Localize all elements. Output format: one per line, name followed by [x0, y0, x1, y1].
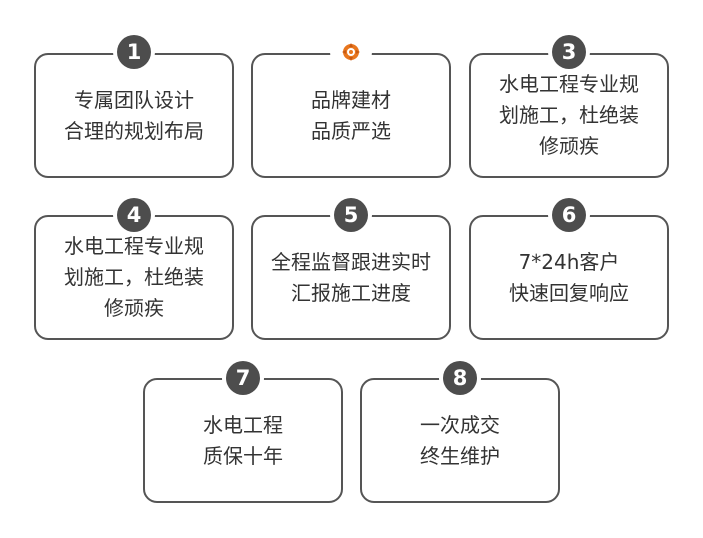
feature-card-text: 水电工程专业规 划施工，杜绝装 修顽疾: [499, 72, 639, 158]
step-badge-1: 1: [117, 35, 151, 69]
feature-card-8: 一次成交 终生维护: [360, 378, 560, 503]
feature-card-3: 水电工程专业规 划施工，杜绝装 修顽疾: [469, 53, 669, 178]
step-badge-4: 4: [117, 198, 151, 232]
feature-card-text: 7*24h客户 快速回复响应: [509, 249, 629, 305]
feature-card-text: 全程监督跟进实时 汇报施工进度: [271, 249, 431, 305]
feature-card-text: 水电工程专业规 划施工，杜绝装 修顽疾: [64, 234, 204, 320]
step-badge-7: 7: [226, 361, 260, 395]
feature-card-text: 一次成交 终生维护: [420, 412, 500, 468]
feature-card-4: 水电工程专业规 划施工，杜绝装 修顽疾: [34, 215, 234, 340]
step-badge-3: 3: [552, 35, 586, 69]
step-badge-5: 5: [334, 198, 368, 232]
step-badge-6: 6: [552, 198, 586, 232]
step-badge-8: 8: [443, 361, 477, 395]
feature-card-1: 专属团队设计 合理的规划布局: [34, 53, 234, 178]
feature-card-text: 品牌建材 品质严选: [311, 87, 391, 143]
feature-card-text: 专属团队设计 合理的规划布局: [64, 87, 204, 143]
step-badge-2: [334, 35, 368, 69]
feature-card-text: 水电工程 质保十年: [203, 412, 283, 468]
feature-card-6: 7*24h客户 快速回复响应: [469, 215, 669, 340]
feature-card-5: 全程监督跟进实时 汇报施工进度: [251, 215, 451, 340]
feature-card-2: 品牌建材 品质严选: [251, 53, 451, 178]
gear-star-icon: [342, 43, 360, 61]
feature-card-7: 水电工程 质保十年: [143, 378, 343, 503]
